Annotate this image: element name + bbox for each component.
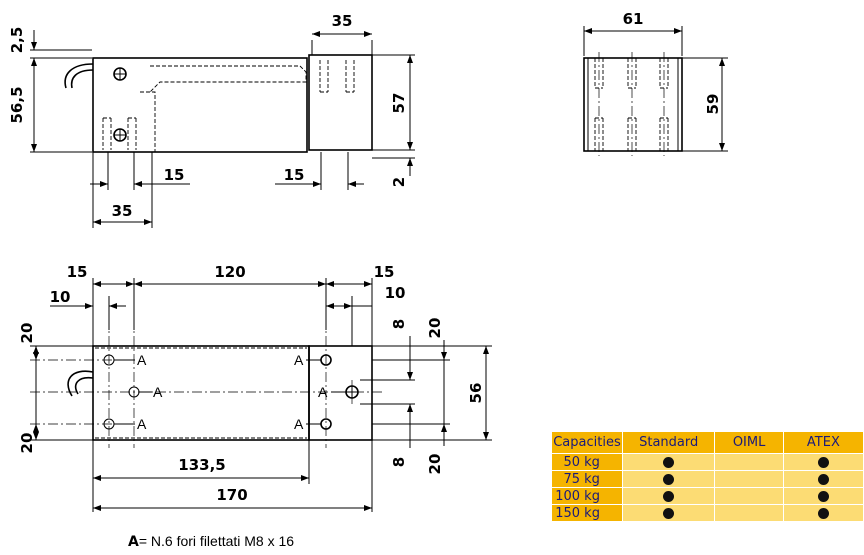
plan-view: A A A A A A 15 120 15 10 10 20 20 xyxy=(18,263,492,512)
table-row: 100 kg xyxy=(551,487,864,505)
dim-10-right: 10 xyxy=(385,284,406,302)
table-row: 50 kg xyxy=(551,453,864,471)
hole-legend: A= N.6 fori filettati M8 x 16 xyxy=(128,533,294,550)
dim-133-5: 133,5 xyxy=(178,456,225,474)
hole-label-3: A xyxy=(137,416,147,432)
dim-2: 2 xyxy=(390,177,408,187)
dim-8-top: 8 xyxy=(390,319,408,329)
table-header-row: Capacities Standard OIML ATEX xyxy=(551,431,864,454)
available-dot-icon xyxy=(817,473,829,485)
header-capacities: Capacities xyxy=(551,431,623,454)
header-atex: ATEX xyxy=(782,431,864,454)
dim-59: 59 xyxy=(704,94,722,115)
cable-side xyxy=(64,63,94,89)
dim-10-left: 10 xyxy=(50,288,71,306)
legend-text: = N.6 fori filettati M8 x 16 xyxy=(138,533,295,549)
side-view: 2,5 56,5 35 57 2 15 15 35 xyxy=(8,12,415,228)
hole-label-2: A xyxy=(153,384,163,400)
dim-20-top-right: 20 xyxy=(426,318,444,339)
dim-56-5: 56,5 xyxy=(8,86,26,123)
dim-35-bottom: 35 xyxy=(112,202,133,220)
dim-20-bottom-right: 20 xyxy=(426,454,444,475)
available-dot-icon xyxy=(663,456,675,468)
hole-label-6: A xyxy=(294,416,304,432)
capacity-cell: 75 kg xyxy=(551,470,623,488)
load-cell-end-view xyxy=(583,57,683,152)
dim-8-bottom: 8 xyxy=(390,457,408,467)
dim-57: 57 xyxy=(390,93,408,114)
end-view: 61 59 xyxy=(583,10,728,156)
oiml-cell xyxy=(714,487,784,505)
available-dot-icon xyxy=(663,490,675,502)
available-dot-icon xyxy=(817,456,829,468)
standard-cell xyxy=(621,470,716,488)
dim-120: 120 xyxy=(214,263,245,281)
atex-cell xyxy=(782,504,864,522)
available-dot-icon xyxy=(817,490,829,502)
dim-2-5: 2,5 xyxy=(8,27,26,54)
load-cell-body-side xyxy=(92,57,308,153)
capacity-cell: 50 kg xyxy=(551,453,623,471)
mount-block-plan xyxy=(308,345,373,441)
available-dot-icon xyxy=(663,507,675,519)
capacity-cell: 100 kg xyxy=(551,487,623,505)
dim-56: 56 xyxy=(467,383,485,404)
table-row: 75 kg xyxy=(551,470,864,488)
atex-cell xyxy=(782,487,864,505)
standard-cell xyxy=(621,504,716,522)
dim-20-bottom-left: 20 xyxy=(18,433,36,454)
legend-key: A xyxy=(128,534,139,550)
atex-cell xyxy=(782,453,864,471)
table-row: 150 kg xyxy=(551,504,864,522)
capacity-cell: 150 kg xyxy=(551,504,623,522)
dim-61: 61 xyxy=(623,10,644,28)
hole-label-4: A xyxy=(294,352,304,368)
standard-cell xyxy=(621,453,716,471)
hole-label-1: A xyxy=(137,352,147,368)
header-oiml: OIML xyxy=(714,431,784,454)
mount-block-side xyxy=(308,54,373,151)
dim-15-left: 15 xyxy=(164,166,185,184)
hole-label-5: A xyxy=(318,384,328,400)
standard-cell xyxy=(621,487,716,505)
dim-15-plan-left: 15 xyxy=(67,263,88,281)
atex-cell xyxy=(782,470,864,488)
available-dot-icon xyxy=(817,507,829,519)
oiml-cell xyxy=(714,453,784,471)
oiml-cell xyxy=(714,470,784,488)
dim-15-plan-right: 15 xyxy=(374,263,395,281)
dim-170: 170 xyxy=(216,486,247,504)
dim-15-right: 15 xyxy=(284,166,305,184)
available-dot-icon xyxy=(663,473,675,485)
dim-20-top-left: 20 xyxy=(18,323,36,344)
header-standard: Standard xyxy=(621,431,716,454)
dim-35-top: 35 xyxy=(332,12,353,30)
oiml-cell xyxy=(714,504,784,522)
